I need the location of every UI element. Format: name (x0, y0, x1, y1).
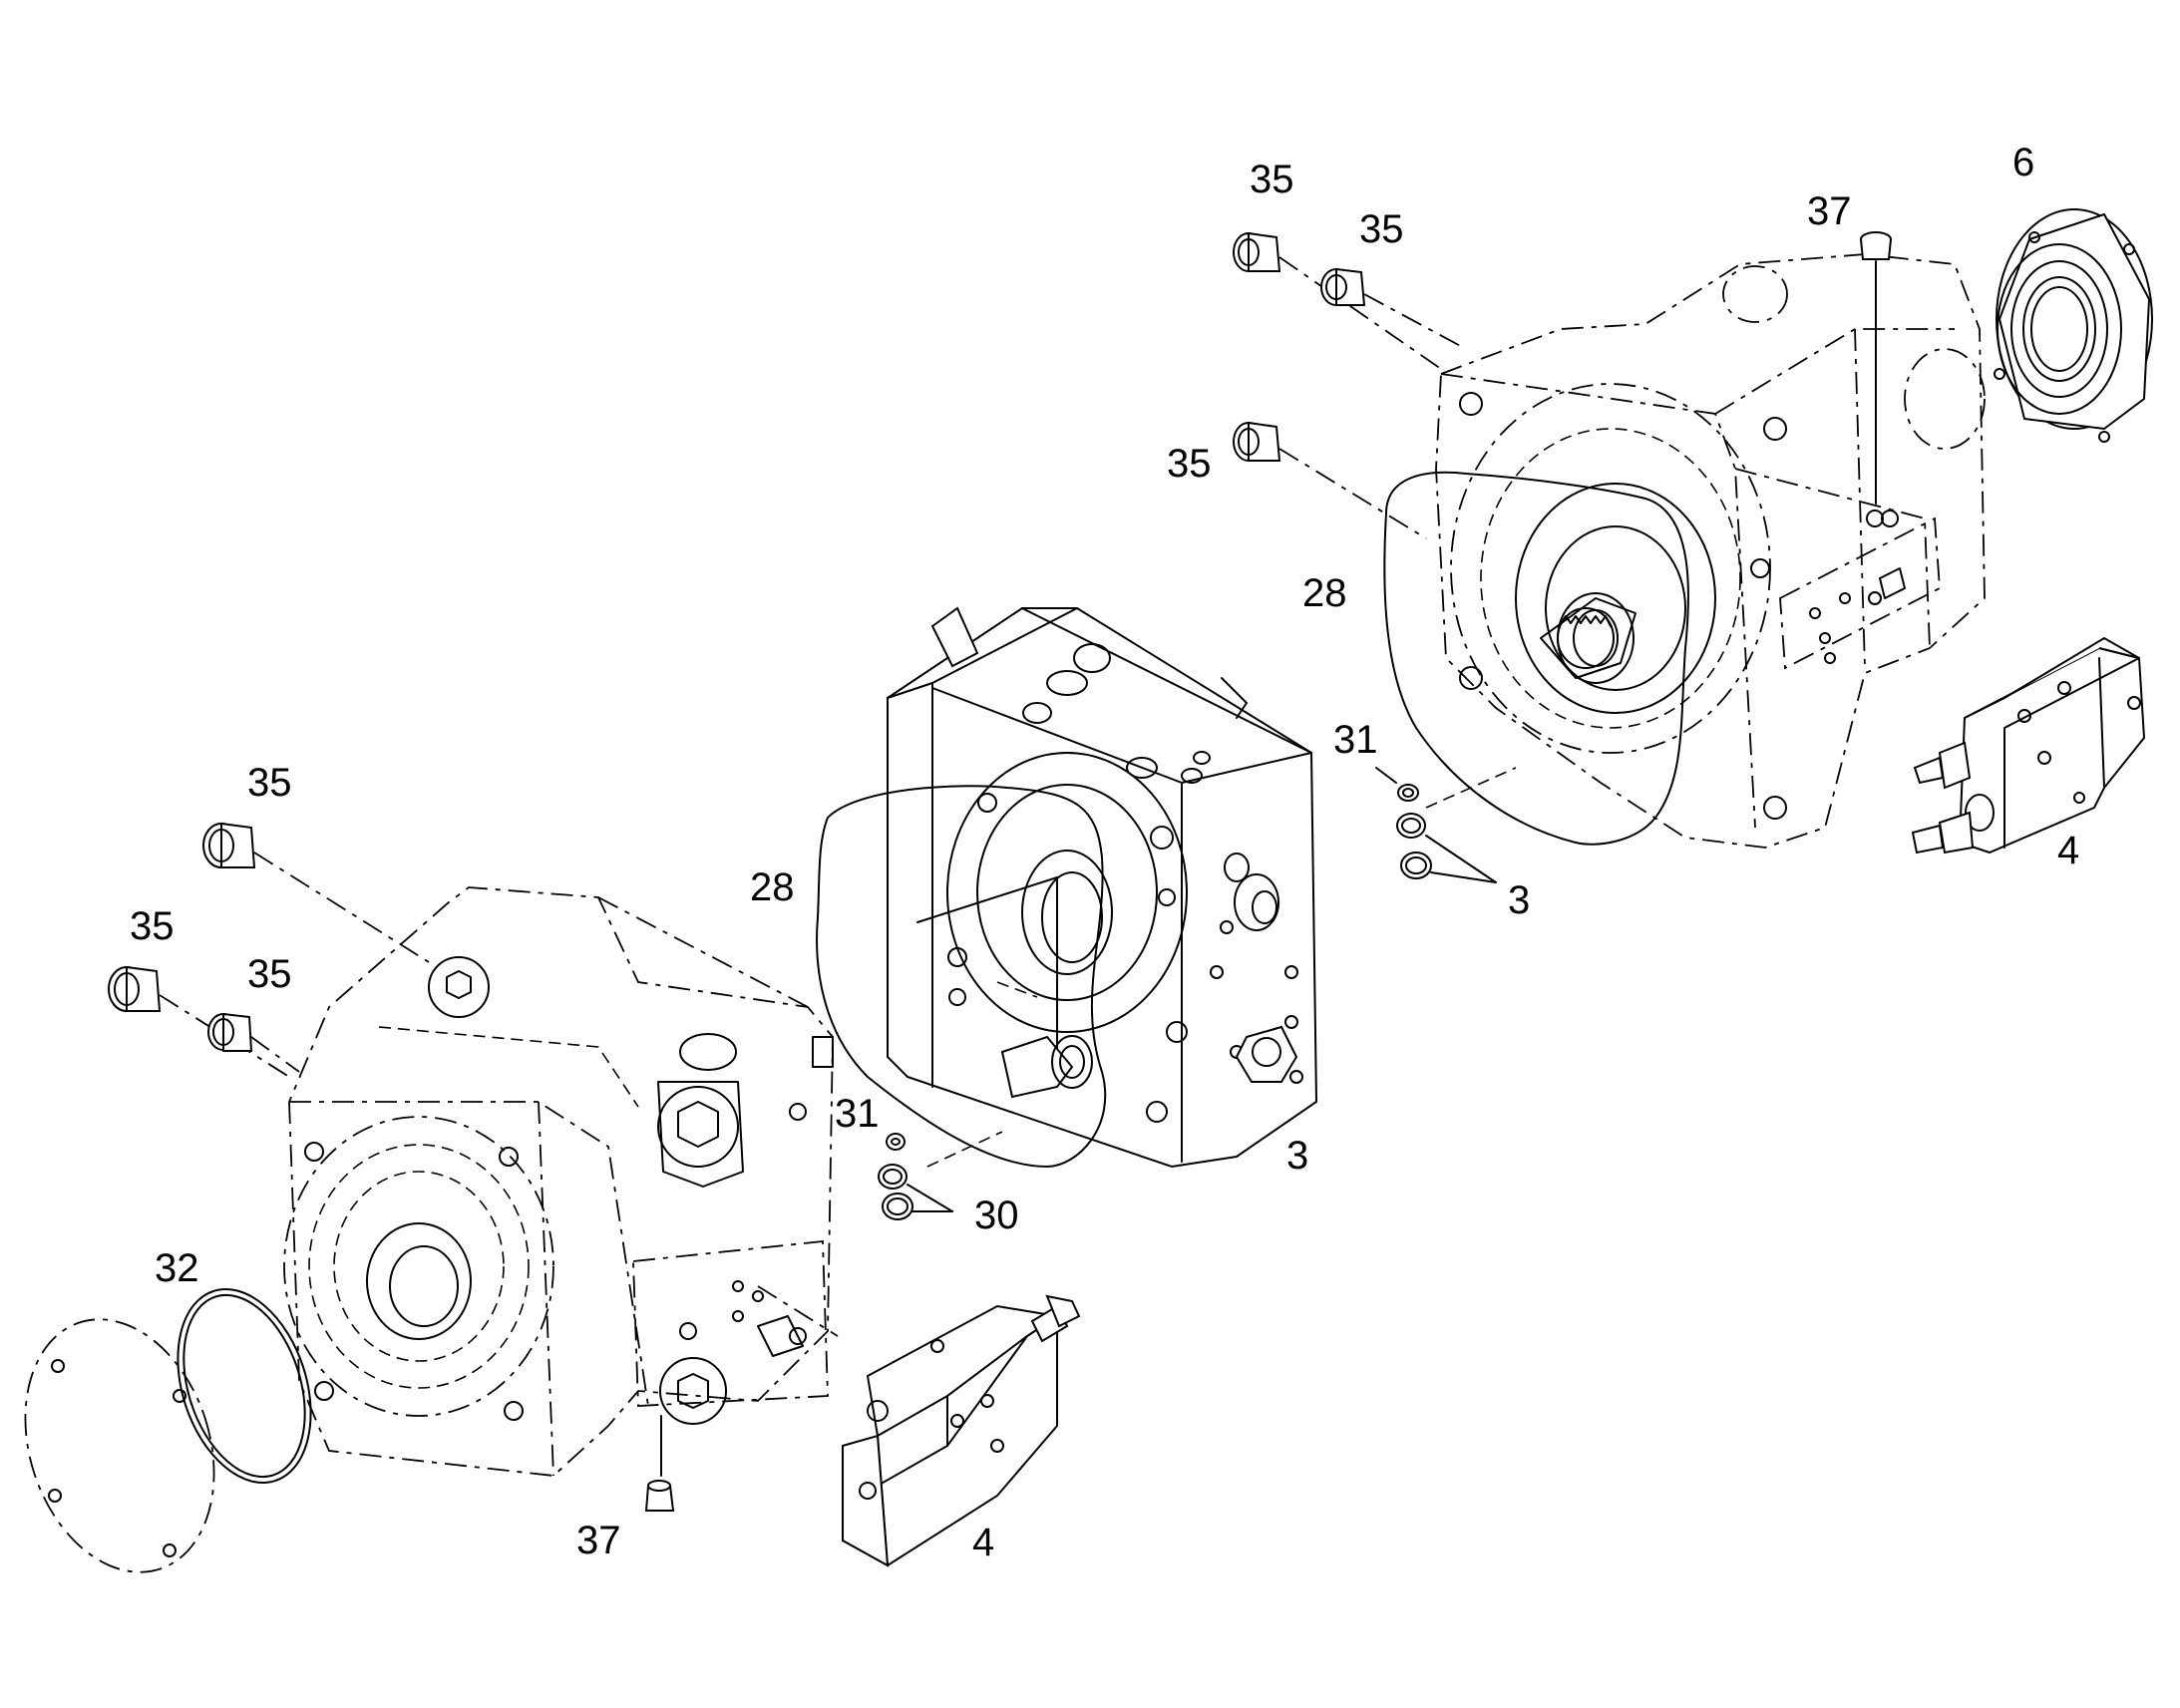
seal-31-mid (886, 1133, 906, 1151)
plug-35-top-b (1320, 267, 1467, 350)
leader-31-mid-to-plate (926, 1131, 1003, 1168)
o-ring-28-right (1383, 471, 1690, 846)
callout-32: 32 (155, 1246, 199, 1290)
callout-37-top: 37 (1807, 189, 1852, 233)
o-ring-28-mid (816, 785, 1107, 1168)
callout-4-bottom: 4 (972, 1521, 994, 1564)
seals-30 (878, 1164, 953, 1220)
plug-35-top-c (1233, 421, 1427, 539)
plug-35-top-a (1233, 231, 1442, 370)
plug-35-left-c (207, 1012, 300, 1073)
callout-6: 6 (2012, 141, 2034, 184)
left-pump-housing (283, 886, 834, 1477)
callout-3-right: 3 (1508, 878, 1530, 922)
o-ring-32 (177, 1287, 312, 1485)
callout-31-right: 31 (1333, 718, 1378, 762)
plug-35-left-b (108, 965, 290, 1078)
right-pump-housing (1435, 253, 1986, 849)
flange-cover-6 (1994, 208, 2153, 443)
callout-4-right: 4 (2057, 829, 2079, 872)
callout-31-mid: 31 (835, 1092, 880, 1136)
left-cover-plate (24, 1318, 215, 1573)
plug-35-left-a (202, 822, 430, 963)
callout-37-bottom: 37 (576, 1519, 621, 1562)
callout-35-top-a: 35 (1250, 158, 1294, 201)
callout-35-top-b: 35 (1359, 207, 1404, 251)
callout-35-left-a: 35 (247, 761, 292, 805)
plug-37-top (1860, 231, 1892, 505)
callout-28-mid: 28 (750, 865, 795, 909)
valve-block-4-right (1911, 636, 2146, 854)
callout-35-top-c: 35 (1167, 442, 1212, 486)
callout-labels: 35 35 35 6 37 28 31 3 4 28 3 31 30 35 35… (130, 141, 2079, 1564)
callout-35-left-c: 35 (247, 952, 292, 996)
valve-block-4-bottom (757, 1285, 1081, 1567)
callout-30: 30 (974, 1194, 1019, 1237)
callout-35-left-b: 35 (130, 904, 175, 948)
callout-3-mid: 3 (1286, 1134, 1308, 1178)
plug-37-bottom (644, 1415, 675, 1512)
callout-28-right: 28 (1302, 571, 1347, 615)
seals-3-right (1375, 767, 1517, 883)
